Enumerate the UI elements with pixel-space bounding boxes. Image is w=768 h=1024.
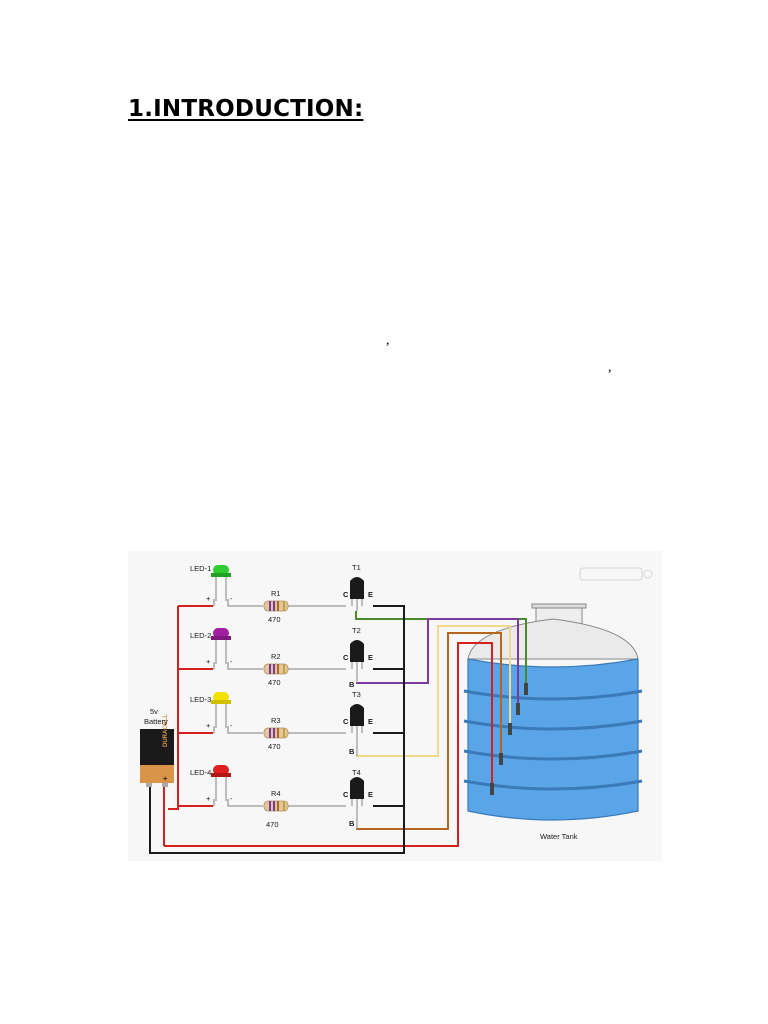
plus-sign: + xyxy=(206,594,211,603)
stray-comma: , xyxy=(608,360,612,375)
collector-label: C xyxy=(343,790,349,799)
plus-sign: + xyxy=(206,721,211,730)
transistor-label: T4 xyxy=(352,768,361,777)
transistor-t1 xyxy=(350,577,364,611)
transistor-t3 xyxy=(350,704,364,756)
battery-brand: DURACELL xyxy=(163,714,169,747)
battery-voltage: 5v xyxy=(150,707,158,716)
circuit-diagram-svg: Water Tank LED-1 + - R1 xyxy=(140,563,653,854)
transistor-label: T1 xyxy=(352,563,361,572)
plus-sign: + xyxy=(206,794,211,803)
transistor-t2 xyxy=(350,640,364,679)
section-heading: 1.INTRODUCTION: xyxy=(128,96,364,122)
resistor-r3 xyxy=(263,727,289,739)
led-3 xyxy=(211,692,231,728)
emitter-label: E xyxy=(368,653,373,662)
battery: DURACELL + xyxy=(140,714,174,787)
led-1 xyxy=(211,565,231,601)
battery-label: Battery xyxy=(144,717,168,726)
resistor-value: 470 xyxy=(268,678,281,687)
collector-label: C xyxy=(343,653,349,662)
minus-sign: - xyxy=(230,594,233,603)
stray-comma: , xyxy=(386,333,390,348)
minus-sign: - xyxy=(230,721,233,730)
circuit-diagram: Water Tank LED-1 + - R1 xyxy=(128,551,662,861)
battery-plus: + xyxy=(163,774,168,783)
transistor-label: T2 xyxy=(352,626,361,635)
resistor-value: 470 xyxy=(266,820,279,829)
resistor-label: R3 xyxy=(271,716,281,725)
collector-label: C xyxy=(343,717,349,726)
plus-sign: + xyxy=(206,657,211,666)
emitter-label: E xyxy=(368,790,373,799)
led-2 xyxy=(211,628,231,664)
resistor-r2 xyxy=(263,663,289,675)
resistor-value: 470 xyxy=(268,615,281,624)
transistor-t4 xyxy=(350,777,364,829)
emitter-label: E xyxy=(368,717,373,726)
resistor-label: R2 xyxy=(271,652,281,661)
watermark-logo xyxy=(579,567,653,581)
minus-sign: - xyxy=(230,794,233,803)
tank-label: Water Tank xyxy=(540,832,578,841)
resistor-r4 xyxy=(263,800,289,812)
base-label: B xyxy=(349,680,355,689)
resistor-value: 470 xyxy=(268,742,281,751)
transistor-label: T3 xyxy=(352,690,361,699)
water-tank: Water Tank xyxy=(463,603,643,841)
base-label: B xyxy=(349,747,355,756)
emitter-label: E xyxy=(368,590,373,599)
led-label: LED-1 xyxy=(190,564,211,573)
resistor-r1 xyxy=(263,600,289,612)
led-label: LED-3 xyxy=(190,695,211,704)
base-label: B xyxy=(349,819,355,828)
led-4 xyxy=(211,765,231,801)
resistor-label: R1 xyxy=(271,589,281,598)
led-label: LED-2 xyxy=(190,631,211,640)
led-label: LED-4 xyxy=(190,768,211,777)
minus-sign: - xyxy=(230,657,233,666)
collector-label: C xyxy=(343,590,349,599)
resistor-label: R4 xyxy=(271,789,281,798)
